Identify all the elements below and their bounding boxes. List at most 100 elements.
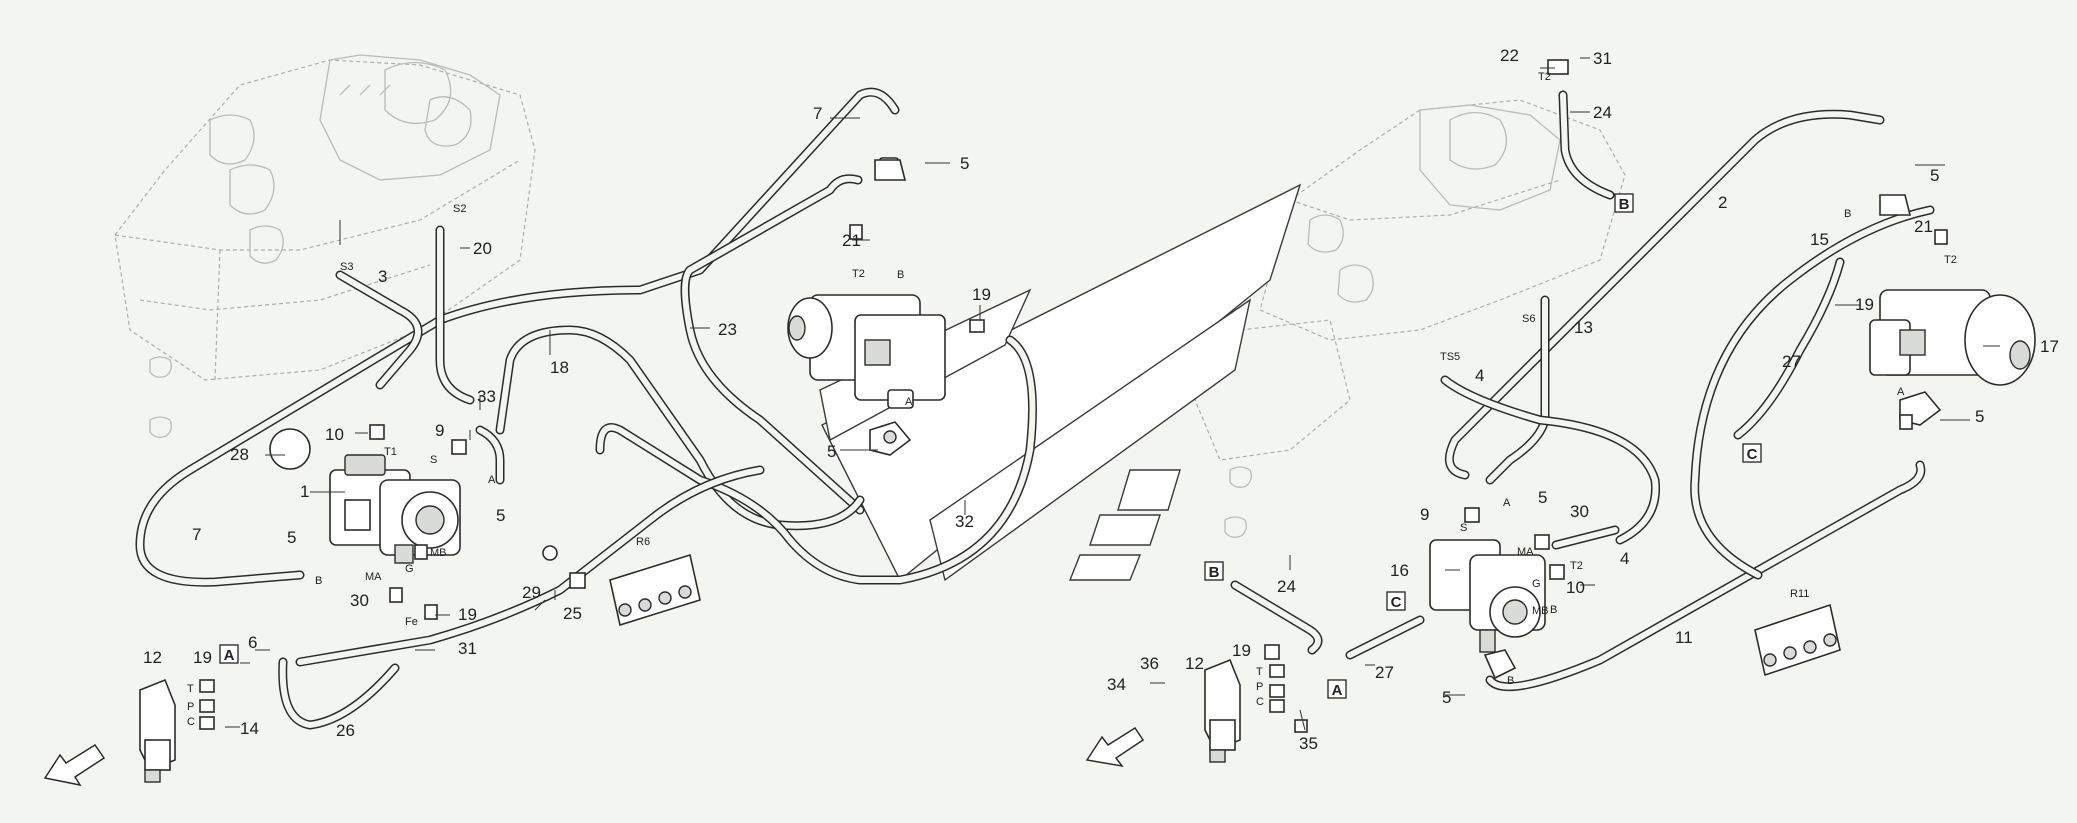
port-ma2: MA (1517, 546, 1534, 558)
ghost-gearbox-left (114, 54, 536, 438)
port-b1: B (315, 575, 322, 587)
port-ma1: MA (365, 571, 382, 583)
callout-23: 23 (718, 320, 737, 339)
svg-text:A: A (224, 647, 235, 664)
svg-text:C: C (1391, 594, 1402, 611)
callout-19e: 19 (1855, 295, 1874, 314)
callout-27b: 27 (1375, 663, 1394, 682)
port-mb1: MB (430, 547, 447, 559)
callout-21a: 21 (842, 231, 861, 250)
callout-18: 18 (550, 358, 569, 377)
callout-32: 32 (955, 512, 974, 531)
callout-11: 11 (1675, 628, 1693, 647)
port-b2: B (897, 269, 904, 281)
callout-22: 22 (1500, 46, 1519, 65)
callout-35: 35 (1299, 734, 1318, 753)
callout-14: 14 (240, 719, 259, 738)
box-label-c-right: C (1742, 443, 1762, 463)
callout-19b: 19 (458, 605, 477, 624)
callout-33: 33 (477, 387, 496, 406)
callout-17: 17 (2040, 337, 2059, 356)
callout-34: 34 (1107, 675, 1126, 694)
callout-29: 29 (522, 583, 541, 602)
callout-7b: 7 (192, 525, 201, 544)
callout-1: 1 (300, 482, 309, 501)
port-labels: S2 S3 S6 TS5 T1 T2 T2 T2 T2 S S A A A A … (187, 71, 1957, 728)
svg-text:C: C (1747, 446, 1758, 463)
callout-15: 15 (1810, 230, 1829, 249)
manifold-r6 (609, 553, 701, 627)
port-r11: R11 (1790, 588, 1809, 600)
port-t2-b: T2 (1538, 71, 1551, 83)
port-t2-a: T2 (852, 268, 865, 280)
callout-5c: 5 (960, 154, 969, 173)
callout-31b: 31 (1593, 49, 1612, 68)
control-valve-right (1204, 658, 1241, 763)
port-p: P (187, 701, 194, 713)
port-a1: A (488, 474, 496, 486)
callout-12b: 12 (1185, 654, 1204, 673)
port-t1: T1 (384, 446, 397, 458)
callout-16: 16 (1390, 561, 1409, 580)
port-r6: R6 (636, 536, 650, 548)
pump-assembly-right (1429, 539, 1546, 680)
port-s2: S2 (453, 203, 466, 215)
callout-20: 20 (473, 239, 492, 258)
callout-5h: 5 (1975, 407, 1984, 426)
callout-5a: 5 (287, 528, 296, 547)
callout-13: 13 (1574, 318, 1593, 337)
box-label-a-left: A (219, 644, 239, 664)
callout-numbers: 1 2 3 4 4 5 5 5 5 5 5 5 5 6 7 7 9 9 10 1… (143, 46, 2059, 753)
callout-4b: 4 (1620, 549, 1629, 568)
port-b5: B (1550, 604, 1557, 616)
callout-10a: 10 (325, 425, 344, 444)
port-t: T (187, 683, 194, 695)
port-c: C (187, 716, 195, 728)
callout-6: 6 (248, 633, 257, 652)
callout-36: 36 (1140, 654, 1159, 673)
callout-25: 25 (563, 604, 582, 623)
port-g2: G (1532, 578, 1541, 590)
port-fe: Fe (405, 616, 418, 628)
callout-24a: 24 (1593, 103, 1612, 122)
port-ts5: TS5 (1440, 351, 1460, 363)
motor-right (1869, 194, 2036, 426)
box-label-a-right: A (1327, 679, 1347, 699)
callout-30b: 30 (1570, 502, 1589, 521)
ghost-gearbox-right (1194, 99, 1626, 538)
port-g1: G (405, 563, 414, 575)
callout-5f: 5 (1442, 688, 1451, 707)
callout-4a: 4 (1475, 366, 1484, 385)
port-s: S (430, 454, 437, 466)
callout-12a: 12 (143, 648, 162, 667)
motor-left (787, 157, 946, 456)
port-mb2: MB (1532, 605, 1549, 617)
callout-7a: 7 (813, 104, 822, 123)
port-t2-d: T2 (1944, 254, 1957, 266)
control-valve-left (139, 678, 176, 783)
callout-2: 2 (1718, 193, 1727, 212)
callout-31a: 31 (458, 639, 477, 658)
callout-9b: 9 (1420, 505, 1429, 524)
callout-5e: 5 (1538, 488, 1547, 507)
port-a2: A (905, 396, 913, 408)
port-a4: A (1897, 386, 1905, 398)
flow-arrow-right (1085, 726, 1145, 768)
callout-21b: 21 (1914, 217, 1933, 236)
flow-arrow-left (43, 743, 106, 787)
svg-text:B: B (1209, 564, 1220, 581)
hoses (135, 87, 1935, 730)
box-label-c-mid: C (1386, 591, 1406, 611)
callout-5d: 5 (827, 442, 836, 461)
fittings (199, 59, 1948, 733)
callout-9a: 9 (435, 421, 444, 440)
port-t-b: T (1256, 666, 1263, 678)
callout-19d: 19 (1232, 641, 1251, 660)
callout-3: 3 (378, 267, 387, 286)
callout-27a: 27 (1782, 352, 1801, 371)
callout-5g: 5 (1930, 166, 1939, 185)
leader-lines (225, 57, 2000, 731)
port-b4: B (1844, 208, 1851, 220)
